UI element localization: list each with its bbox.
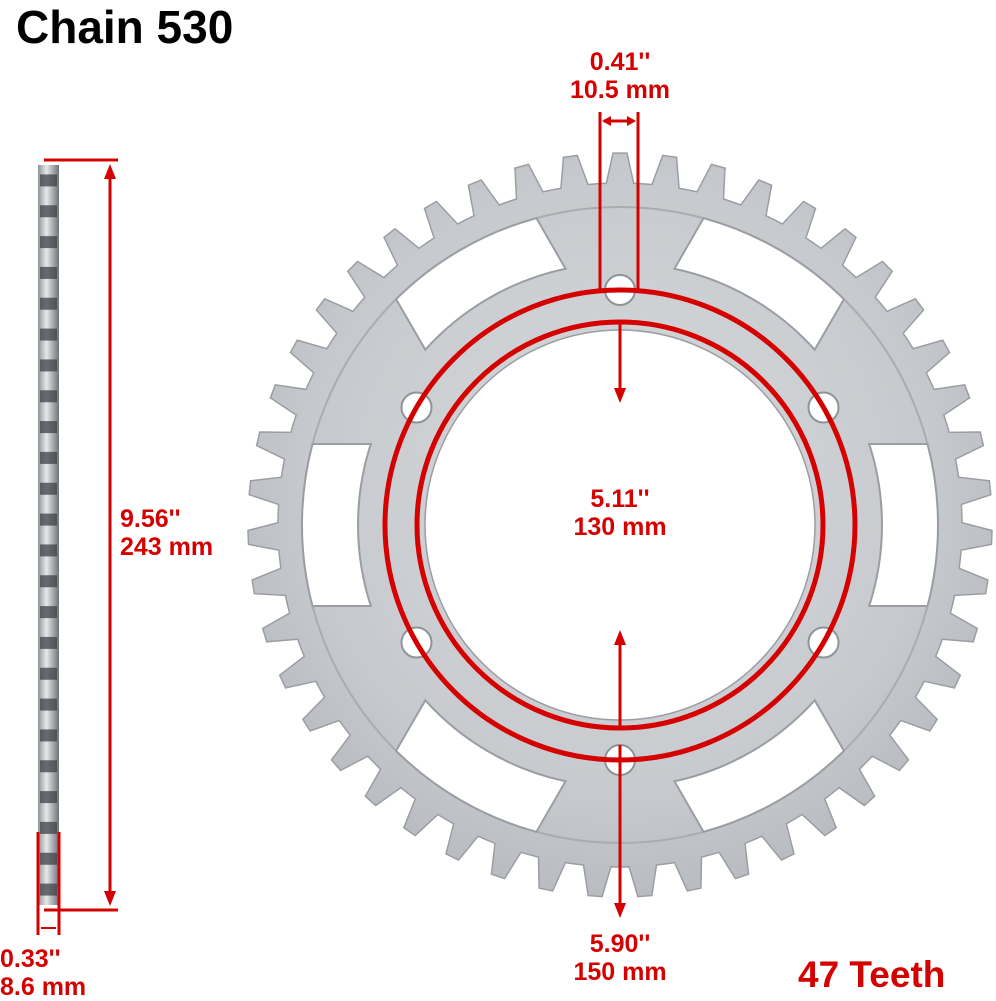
outer-diameter-mm: 243 mm bbox=[120, 533, 214, 561]
outer-diameter-dimension-label: 9.56'' 243 mm bbox=[120, 505, 235, 561]
edge-tooth bbox=[40, 174, 57, 187]
arrow-head bbox=[104, 891, 116, 906]
edge-tooth bbox=[40, 821, 57, 834]
edge-tooth bbox=[40, 575, 57, 588]
bolt-circle-mm: 130 mm bbox=[573, 513, 667, 541]
edge-tooth bbox=[40, 729, 57, 742]
arrow-head bbox=[614, 388, 626, 403]
edge-tooth bbox=[40, 297, 57, 310]
cutout bbox=[301, 442, 373, 608]
arrow-head bbox=[614, 903, 626, 918]
center-bore-dimension-label: 5.90'' 150 mm bbox=[560, 930, 680, 986]
cutout bbox=[867, 442, 939, 608]
center-bore-inch: 5.90'' bbox=[589, 930, 651, 958]
chain-size-title: Chain 530 bbox=[16, 1, 234, 53]
arrow-head bbox=[614, 630, 626, 645]
edge-tooth bbox=[40, 883, 57, 896]
thickness-dimension-label: 0.33'' 8.6 mm bbox=[0, 945, 90, 1001]
edge-tooth bbox=[40, 205, 57, 218]
cutout bbox=[394, 217, 568, 352]
edge-tooth bbox=[40, 359, 57, 372]
edge-tooth bbox=[40, 513, 57, 526]
measurement-overlay bbox=[36, 112, 858, 935]
edge-tooth bbox=[40, 236, 57, 249]
arrow-head bbox=[104, 164, 116, 179]
edge-tooth bbox=[40, 667, 57, 680]
edge-tooth bbox=[40, 606, 57, 619]
arrow-head bbox=[627, 116, 636, 126]
bolt-circle-dimension-label: 5.11'' 130 mm bbox=[560, 485, 680, 541]
edge-tooth bbox=[40, 390, 57, 403]
edge-tooth bbox=[40, 482, 57, 495]
cutout bbox=[672, 698, 846, 833]
edge-tooth bbox=[40, 760, 57, 773]
edge-tooth bbox=[40, 791, 57, 804]
thickness-mm: 8.6 mm bbox=[0, 973, 87, 1001]
edge-tooth bbox=[40, 698, 57, 711]
cutout bbox=[672, 217, 846, 352]
teeth-count-label: 47 Teeth bbox=[798, 954, 946, 995]
pitch-inch: 0.41'' bbox=[589, 48, 651, 76]
edge-tooth bbox=[40, 852, 57, 865]
edge-tooth bbox=[40, 544, 57, 557]
edge-tooth bbox=[40, 266, 57, 279]
outer-diameter-inch: 9.56'' bbox=[120, 505, 181, 533]
thickness-inch: 0.33'' bbox=[0, 945, 61, 973]
bolt-circle-inch: 5.11'' bbox=[590, 485, 650, 513]
edge-tooth bbox=[40, 421, 57, 434]
center-bore-mm: 150 mm bbox=[573, 958, 667, 986]
pitch-dimension-label: 0.41'' 10.5 mm bbox=[560, 48, 680, 104]
cutout bbox=[394, 698, 568, 833]
edge-tooth bbox=[40, 451, 57, 464]
pitch-mm: 10.5 mm bbox=[569, 76, 671, 104]
sprocket-side-view bbox=[38, 165, 59, 905]
sprocket-edge bbox=[38, 165, 59, 905]
arrow-head bbox=[602, 116, 611, 126]
edge-tooth bbox=[40, 328, 57, 341]
lightening-cutouts bbox=[301, 217, 939, 833]
edge-tooth bbox=[40, 636, 57, 649]
